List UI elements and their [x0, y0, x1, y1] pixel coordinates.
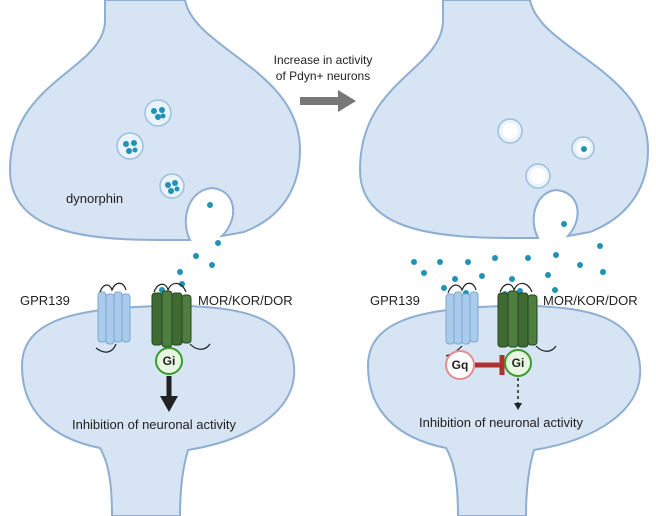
right-arrow-icon: [300, 90, 356, 112]
left-panel: Gi: [8, 0, 302, 516]
right-postsynaptic-terminal: [366, 304, 642, 516]
right-gq-label: Gq: [452, 358, 469, 372]
left-vesicle-2: [116, 132, 144, 160]
left-inhibition-arrow: [160, 376, 178, 412]
right-empty-vesicles: [497, 118, 595, 189]
right-presynaptic-terminal: [358, 0, 650, 239]
left-gpr139-receptor: [95, 282, 131, 353]
right-inhibition-arrow: [514, 378, 522, 410]
left-postsynaptic-terminal: [20, 304, 296, 516]
left-opioid-receptor: [151, 282, 211, 350]
right-gi-protein: Gi: [504, 349, 532, 377]
left-gi-label: Gi: [163, 354, 176, 368]
left-gi-protein: Gi: [155, 347, 183, 375]
right-panel: Gq Gi: [358, 0, 650, 516]
right-gq-protein: Gq: [445, 345, 475, 380]
right-gpr139-receptor: [445, 282, 479, 345]
right-gi-label: Gi: [512, 356, 525, 370]
left-released-dynorphin: [159, 202, 221, 293]
right-opioid-receptor: [497, 282, 557, 352]
left-vesicle-3: [159, 173, 185, 199]
right-released-dynorphin: [411, 221, 606, 297]
left-vesicle-1: [144, 99, 172, 127]
gq-inhibits-gi-connector: [475, 355, 505, 375]
